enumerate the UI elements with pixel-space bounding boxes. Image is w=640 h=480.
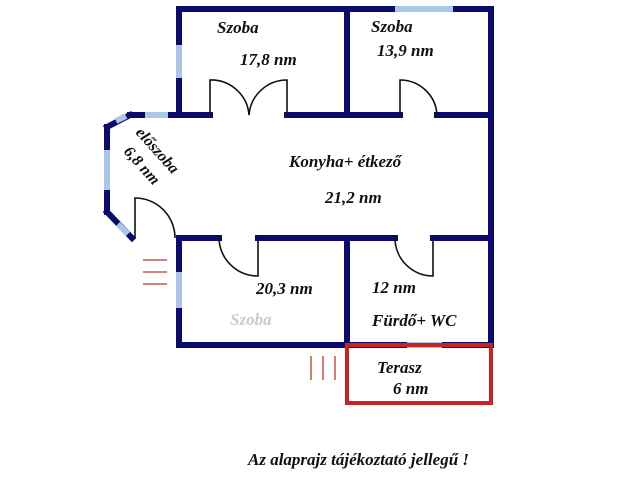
bathroom-area: 12 nm bbox=[372, 278, 416, 297]
room-bottom-left-name: Szoba bbox=[230, 310, 272, 329]
room-top-right-name: Szoba bbox=[371, 17, 413, 36]
entry-marks-left bbox=[143, 259, 167, 285]
entry-marks-terrace bbox=[310, 356, 336, 380]
kitchen-name: Konyha+ étkező bbox=[288, 152, 403, 171]
kitchen-area: 21,2 nm bbox=[324, 188, 382, 207]
terrace-name: Terasz bbox=[377, 358, 422, 377]
terrace-area: 6 nm bbox=[393, 379, 428, 398]
walls bbox=[102, 6, 494, 348]
room-bottom-left-area: 20,3 nm bbox=[255, 279, 313, 298]
room-top-right-area: 13,9 nm bbox=[377, 41, 434, 60]
room-top-left-area: 17,8 nm bbox=[240, 50, 297, 69]
doors bbox=[134, 79, 438, 277]
terrace-outline bbox=[345, 343, 493, 405]
bathroom-name: Fürdő+ WC bbox=[371, 311, 457, 330]
disclaimer-text: Az alaprajz tájékoztató jellegű ! bbox=[247, 450, 469, 469]
room-top-left-name: Szoba bbox=[217, 18, 259, 37]
